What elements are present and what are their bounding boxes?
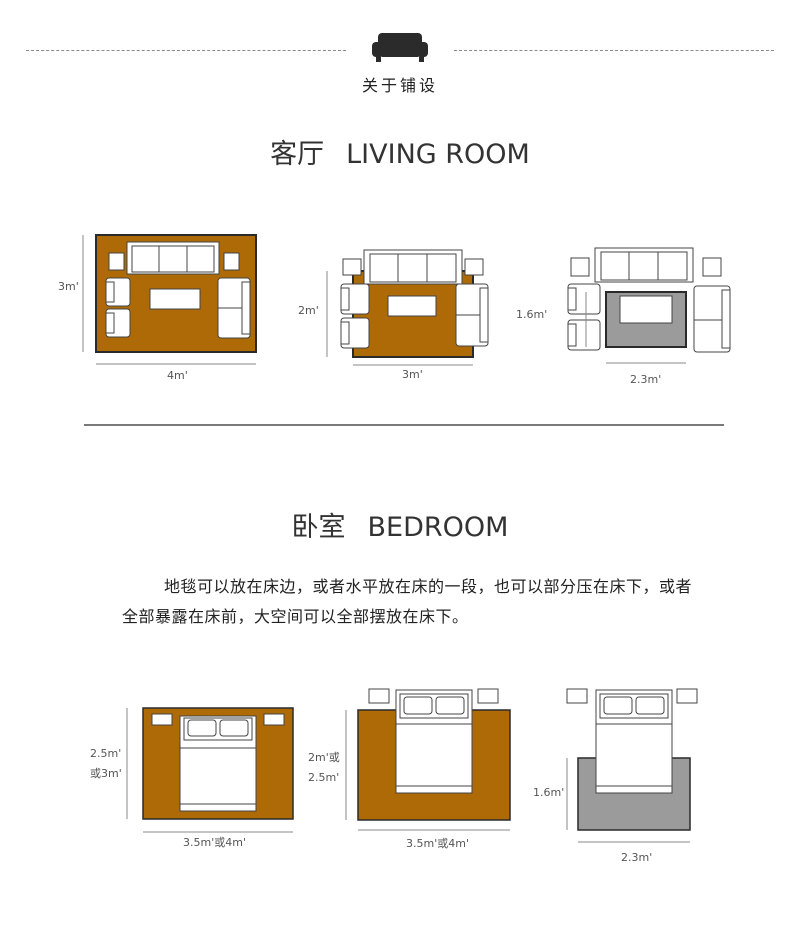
- header-label: 关于铺设: [361, 76, 438, 95]
- bedroom-height-label-3: 1.6m': [533, 786, 564, 799]
- bedroom-width-label-1: 3.5m'或4m': [183, 836, 246, 849]
- bedroom-width-label-2: 3.5m'或4m': [406, 837, 469, 850]
- header-divider-left: [26, 50, 346, 51]
- living-height-label-large: 3m': [58, 280, 79, 293]
- bedroom-height-label-2b: 2.5m': [308, 771, 339, 784]
- living-title-en: LIVING ROOM: [346, 139, 530, 170]
- bedroom-title-en: BEDROOM: [367, 512, 509, 543]
- bedroom-title-zh: 卧室: [291, 512, 346, 543]
- bedroom-diagram-2: 2m'或 2.5m' 3.5m'或4m': [308, 688, 511, 850]
- bedroom-height-label-2a: 2m'或: [308, 751, 340, 764]
- bedroom-diagram-3: 1.6m' 2.3m': [533, 688, 698, 864]
- living-diagram-large: 3m' 4m': [58, 234, 257, 382]
- header-divider-right: [454, 50, 774, 51]
- living-diagram-small: 1.6m' 2.3m': [516, 247, 731, 386]
- bedroom-width-label-3: 2.3m': [621, 851, 652, 864]
- section-divider: [84, 424, 724, 426]
- bedroom-title: 卧室 BEDROOM: [0, 505, 800, 544]
- bedroom-height-label-1b: 或3m': [90, 767, 122, 780]
- bedroom-height-label-1a: 2.5m': [90, 747, 121, 760]
- bedroom-description: 地毯可以放在床边，或者水平放在床的一段，也可以部分压在床下，或者全部暴露在床前，…: [122, 577, 693, 626]
- living-title-zh: 客厅: [270, 139, 325, 170]
- sofa-icon: [372, 33, 428, 62]
- living-width-label-small: 2.3m': [630, 373, 661, 386]
- living-height-label-small: 1.6m': [516, 308, 547, 321]
- living-width-label-medium: 3m': [402, 368, 423, 381]
- living-diagram-medium: 2m' 3m': [298, 249, 489, 381]
- living-room-title: 客厅 LIVING ROOM: [0, 132, 800, 171]
- living-height-label-medium: 2m': [298, 304, 319, 317]
- bedroom-diagram-1: 2.5m' 或3m' 3.5m'或4m': [90, 707, 294, 849]
- living-width-label-large: 4m': [167, 369, 188, 382]
